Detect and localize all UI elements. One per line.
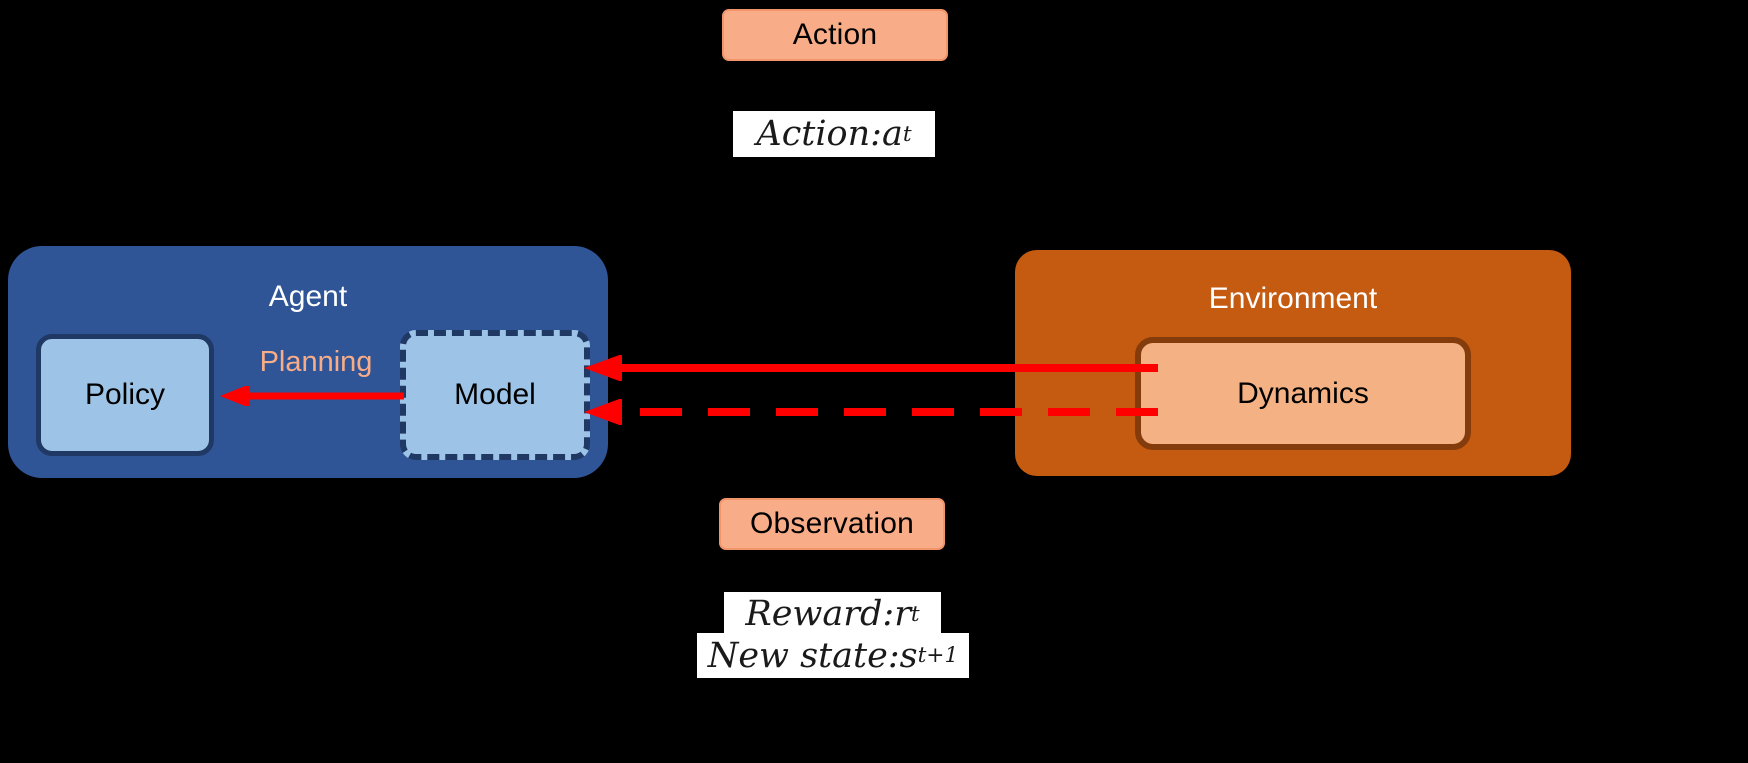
- agent-title: Agent: [268, 280, 348, 313]
- environment-title: Environment: [1208, 282, 1378, 315]
- agent-container: Agent Policy Model Planning: [8, 246, 608, 478]
- environment-container: Environment Dynamics: [1015, 250, 1571, 476]
- reward-math-text: Reward: [745, 594, 883, 634]
- planning-label: Planning: [259, 346, 373, 378]
- new-state-math-text: New state: [707, 635, 888, 676]
- reward-math-subscript: t: [910, 601, 920, 627]
- action-badge: Action: [722, 9, 948, 61]
- action-math-symbol: a: [881, 114, 903, 154]
- model-box[interactable]: Model: [400, 330, 590, 460]
- planning-arrow-icon: [220, 386, 404, 406]
- action-math-text: Action: [756, 114, 871, 154]
- policy-box[interactable]: Policy: [36, 334, 214, 456]
- new-state-math-symbol: s: [899, 635, 918, 676]
- action-math-subscript: t: [902, 121, 912, 147]
- reward-math-separator: :: [882, 594, 895, 634]
- reward-math-symbol: r: [894, 594, 911, 634]
- observation-badge: Observation: [719, 498, 945, 550]
- observation-arrow-icon: [584, 399, 1158, 425]
- action-arrow-icon: [584, 355, 1158, 381]
- new-state-math-subscript: t+1: [917, 643, 959, 668]
- action-math-separator: :: [870, 114, 882, 154]
- new-state-math-separator: :: [887, 635, 900, 676]
- dynamics-box[interactable]: Dynamics: [1135, 337, 1471, 450]
